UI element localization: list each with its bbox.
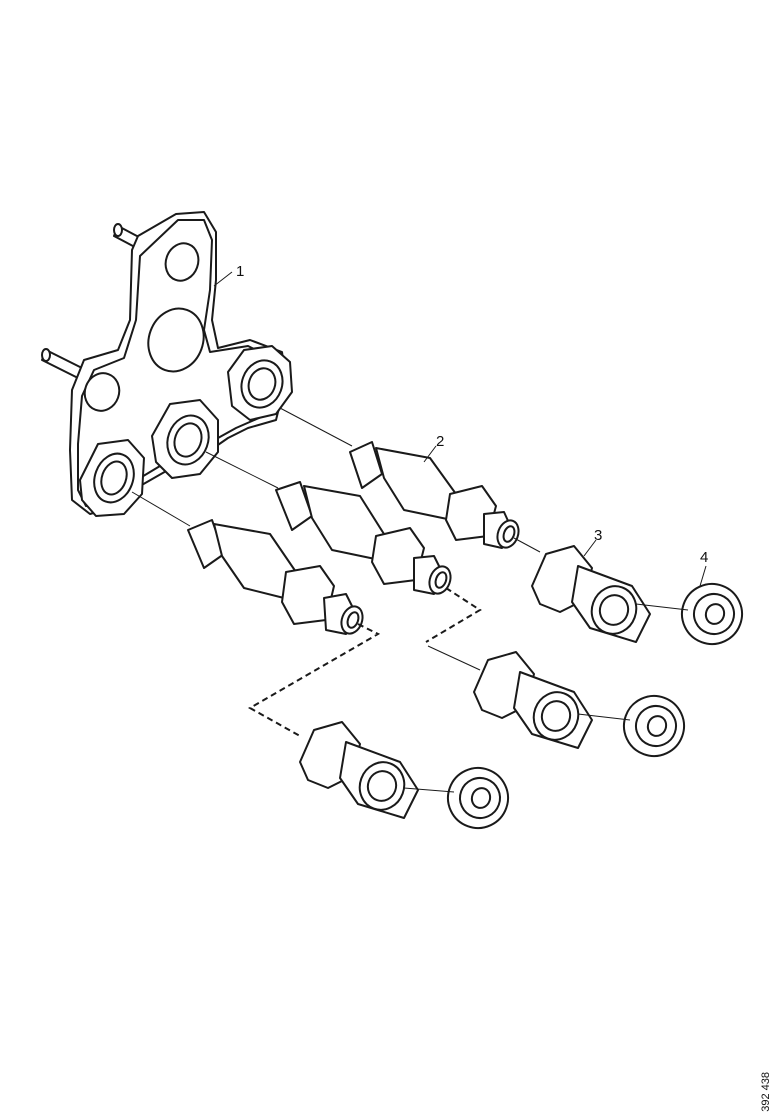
threaded-union-upper (349, 441, 520, 549)
bracket-hole-center (147, 307, 205, 373)
sealing-washer-middle (623, 695, 685, 757)
bracket-hole-top (164, 242, 200, 282)
bracket-nut-upper (227, 345, 293, 421)
bracket-nut-lower (79, 439, 145, 517)
callout-2: 2 (436, 433, 444, 450)
drawing-reference-number: 392 438 (760, 1072, 772, 1112)
callout-1: 1 (236, 263, 244, 280)
callout-leaders (213, 271, 707, 587)
sealing-washer-upper (681, 583, 743, 645)
callout-4: 4 (700, 549, 708, 566)
bracket-nut-middle (151, 399, 219, 479)
threaded-union-middle (275, 481, 452, 595)
sealing-washer-lower (447, 767, 509, 829)
banjo-fitting-middle (473, 651, 593, 749)
callout-3: 3 (594, 527, 602, 544)
mounting-bracket (41, 211, 293, 517)
banjo-fitting-upper (531, 545, 651, 643)
assembly-axis-lines (131, 407, 689, 793)
dashed-routing-lines (247, 587, 482, 737)
banjo-fitting-lower (299, 721, 419, 819)
threaded-union-lower (187, 519, 364, 635)
bracket-hole-left (83, 372, 121, 412)
